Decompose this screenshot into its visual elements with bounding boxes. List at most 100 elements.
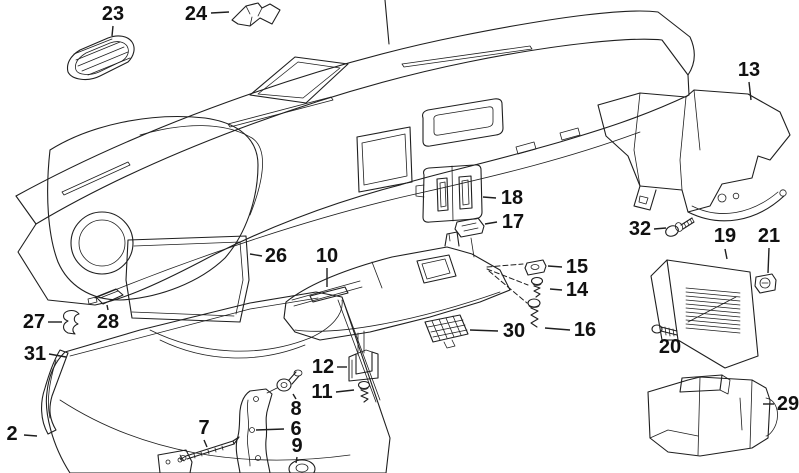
part-label-9: 9 [291,435,303,464]
part-number-text: 15 [566,256,588,278]
part-11-screw [357,380,371,403]
part-label-28: 28 [97,304,119,333]
part-number-text: 8 [290,398,301,420]
part-31-trim-strip [41,349,69,435]
part-label-15: 15 [547,256,588,278]
part-number-text: 27 [23,311,45,333]
part-number-text: 31 [24,343,46,365]
part-number-text: 11 [311,381,332,403]
part-8-pin-grommet [266,369,303,394]
leader-line-28 [106,304,109,311]
part-12-bracket [348,349,379,382]
part-30-vent-module [424,314,469,349]
part-number-text: 6 [290,418,301,440]
leader-line-16 [544,327,571,331]
leader-line-32 [653,227,667,230]
part-32-expanding-rivet [665,217,695,237]
leader-line-17 [484,221,498,225]
part-label-20: 20 [659,336,681,358]
part-27-clip [62,309,80,335]
part-14-screw [530,276,544,298]
part-label-30: 30 [469,320,525,342]
part-number-text: 21 [758,225,780,247]
part-7-threaded-rod [179,436,240,462]
leader-line-24 [210,11,230,14]
part-number-text: 32 [629,218,651,240]
part-number-text: 14 [566,279,589,301]
leader-line-13 [748,81,752,101]
leader-line-14 [549,288,563,291]
leader-line-26 [249,253,263,257]
fastener-leader-lines [486,263,529,304]
part-label-24: 24 [185,3,230,25]
part-number-text: 19 [714,225,736,247]
cutoff-leader-line [384,0,390,45]
part-number-text: 17 [502,211,524,233]
leader-line-21 [767,247,770,274]
part-label-16: 16 [544,319,596,341]
leader-line-15 [547,265,563,268]
leader-line-9 [295,456,298,464]
part-19-side-trim-panel [650,259,759,369]
leader-line-8 [292,393,297,400]
part-18-switch-housing [415,164,483,223]
leader-line-11 [335,389,355,393]
part-label-32: 32 [629,218,667,240]
part-number-text: 26 [265,245,287,267]
part-label-7: 7 [198,417,210,448]
part-number-text: 24 [185,3,208,25]
main-dashboard-drawing [15,10,695,306]
part-9-grommet [288,459,316,473]
part-label-11: 11 [311,381,355,403]
part-number-text: 10 [316,245,338,267]
mounting-plate [157,449,193,473]
part-label-2: 2 [6,423,38,445]
leader-line-18 [482,196,497,199]
part-24-bracket [231,2,281,27]
leader-line-7 [203,439,208,448]
part-label-19: 19 [714,225,736,260]
part-15-clip-nut [524,259,547,276]
part-label-17: 17 [484,211,524,233]
part-number-text: 9 [291,435,302,457]
part-label-21: 21 [758,225,780,274]
leader-line-23 [111,25,114,37]
part-label-27: 27 [23,311,62,333]
part-21-clip-nut [754,273,777,294]
part-16-screw [527,298,541,328]
part-number-text: 12 [312,356,334,378]
part-label-8: 8 [290,393,302,420]
part-label-31: 31 [24,343,67,365]
part-29-housing-box [647,374,778,457]
part-number-text: 7 [198,417,209,439]
part-6-support-bracket [235,388,273,473]
part-28-trim-strip [87,288,124,305]
part-label-12: 12 [312,356,347,378]
part-label-14: 14 [549,279,589,301]
leader-line-19 [724,248,728,260]
part-17-clip [454,217,485,238]
leader-line-6 [255,428,285,431]
leader-line-31 [48,353,67,358]
part-number-text: 30 [503,320,525,342]
part-number-text: 23 [102,3,124,25]
part-label-13: 13 [738,59,760,101]
leader-line-2 [23,434,38,437]
part-number-text: 28 [97,311,119,333]
part-label-6: 6 [255,418,302,440]
part-number-text: 29 [777,393,799,415]
part-13-lower-trim-panel [597,89,791,222]
part-label-23: 23 [102,3,124,37]
part-number-text: 18 [501,187,523,209]
part-number-text: 20 [659,336,681,358]
part-number-text: 2 [6,423,17,445]
part-number-text: 16 [574,319,596,341]
part-20-screw [651,324,678,337]
part-10-lower-trim-panel [283,231,511,341]
part-26-trim-lid [125,235,250,323]
leader-line-30 [469,329,499,332]
part-label-26: 26 [249,245,287,267]
part-label-18: 18 [482,187,523,209]
